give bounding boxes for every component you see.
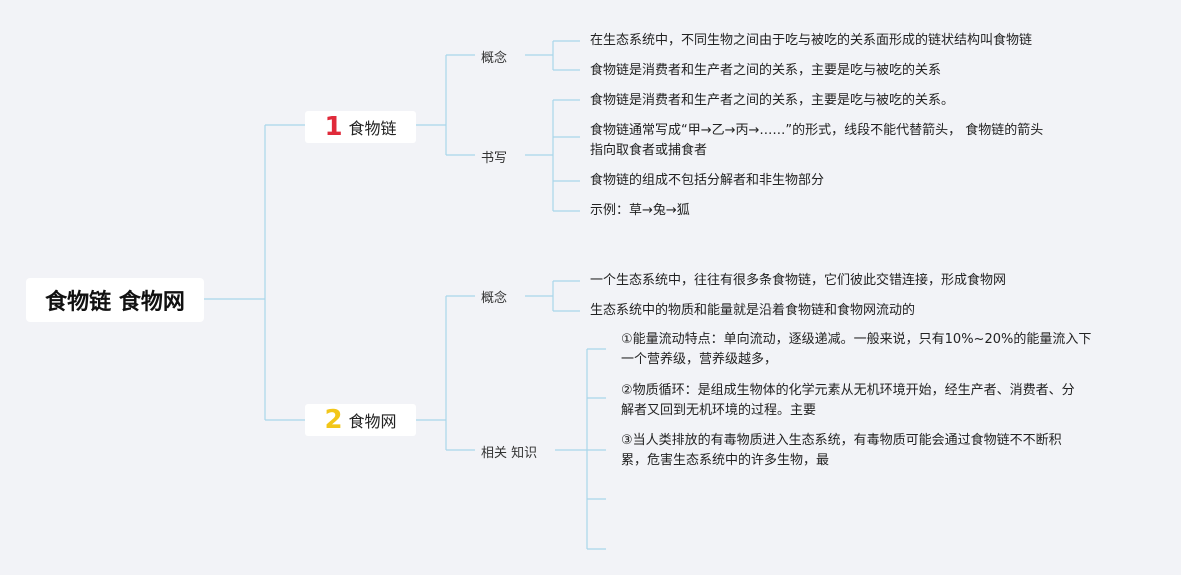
leaf-item[interactable]: ②物质循环：是组成生物体的化学元素从无机环境开始，经生产者、消费者、分 解者又回…: [621, 381, 1075, 421]
leaf-item[interactable]: 食物链通常写成“甲→乙→丙→……”的形式，线段不能代替箭头， 食物链的箭头 指向…: [590, 121, 1043, 161]
leaf-item[interactable]: 生态系统中的物质和能量就是沿着食物链和食物网流动的: [590, 303, 916, 318]
topic-label: 食物网: [348, 412, 397, 431]
topic-food-web[interactable]: 2 食物网: [305, 404, 416, 436]
leaf-item[interactable]: 食物链的组成不包括分解者和非生物部分: [590, 173, 825, 188]
leaf-item[interactable]: ③当人类排放的有毒物质进入生态系统，有毒物质可能会通过食物链不不断积 累，危害生…: [621, 431, 1062, 471]
leaf-item[interactable]: ①能量流动特点：单向流动，逐级递减。一般来说，只有10%~20%的能量流入下 一…: [621, 330, 1091, 370]
leaf-line: 累，危害生态系统中的许多生物，最: [621, 453, 830, 468]
leaf-line: 解者又回到无机环境的过程。主要: [621, 403, 817, 418]
leaf-line: 指向取食者或捕食者: [590, 143, 708, 158]
leaf-item[interactable]: 在生态系统中，不同生物之间由于吃与被吃的关系面形成的链状结构叫食物链: [590, 33, 1033, 48]
subtopic-label: 概念: [481, 291, 508, 306]
leaf-line: 一个营养级，营养级越多，: [621, 352, 778, 367]
subtopic-label: 概念: [481, 51, 508, 66]
topic-label: 食物链: [348, 119, 397, 138]
root-topic-label: 食物链 食物网: [45, 290, 185, 315]
subtopic-concept[interactable]: 概念: [481, 47, 507, 66]
leaf-line: 食物链通常写成“甲→乙→丙→……”的形式，线段不能代替箭头， 食物链的箭头: [590, 123, 1044, 138]
subtopic-writing[interactable]: 书写: [481, 147, 507, 166]
leaf-line: ②物质循环：是组成生物体的化学元素从无机环境开始，经生产者、消费者、分: [621, 383, 1075, 398]
leaf-item[interactable]: 示例：草→兔→狐: [590, 203, 690, 218]
subtopic-label: 书写: [481, 151, 508, 166]
leaf-item[interactable]: 一个生态系统中，往往有很多条食物链，它们彼此交错连接，形成食物网: [590, 273, 1007, 288]
subtopic-concept[interactable]: 概念: [481, 287, 507, 306]
subtopic-related-knowledge[interactable]: 相关 知识: [481, 442, 537, 461]
leaf-item[interactable]: 食物链是消费者和生产者之间的关系，主要是吃与被吃的关系。: [590, 93, 955, 108]
subtopic-label: 相关 知识: [481, 446, 538, 461]
root-topic[interactable]: 食物链 食物网: [26, 278, 204, 322]
leaf-line: ③当人类排放的有毒物质进入生态系统，有毒物质可能会通过食物链不不断积: [621, 433, 1062, 448]
leaf-item[interactable]: 食物链是消费者和生产者之间的关系，主要是吃与被吃的关系: [590, 63, 942, 78]
topic-number-1: 1: [324, 112, 343, 142]
leaf-line: ①能量流动特点：单向流动，逐级递减。一般来说，只有10%~20%的能量流入下: [621, 332, 1092, 347]
topic-food-chain[interactable]: 1 食物链: [305, 111, 416, 143]
topic-number-2: 2: [324, 405, 343, 435]
